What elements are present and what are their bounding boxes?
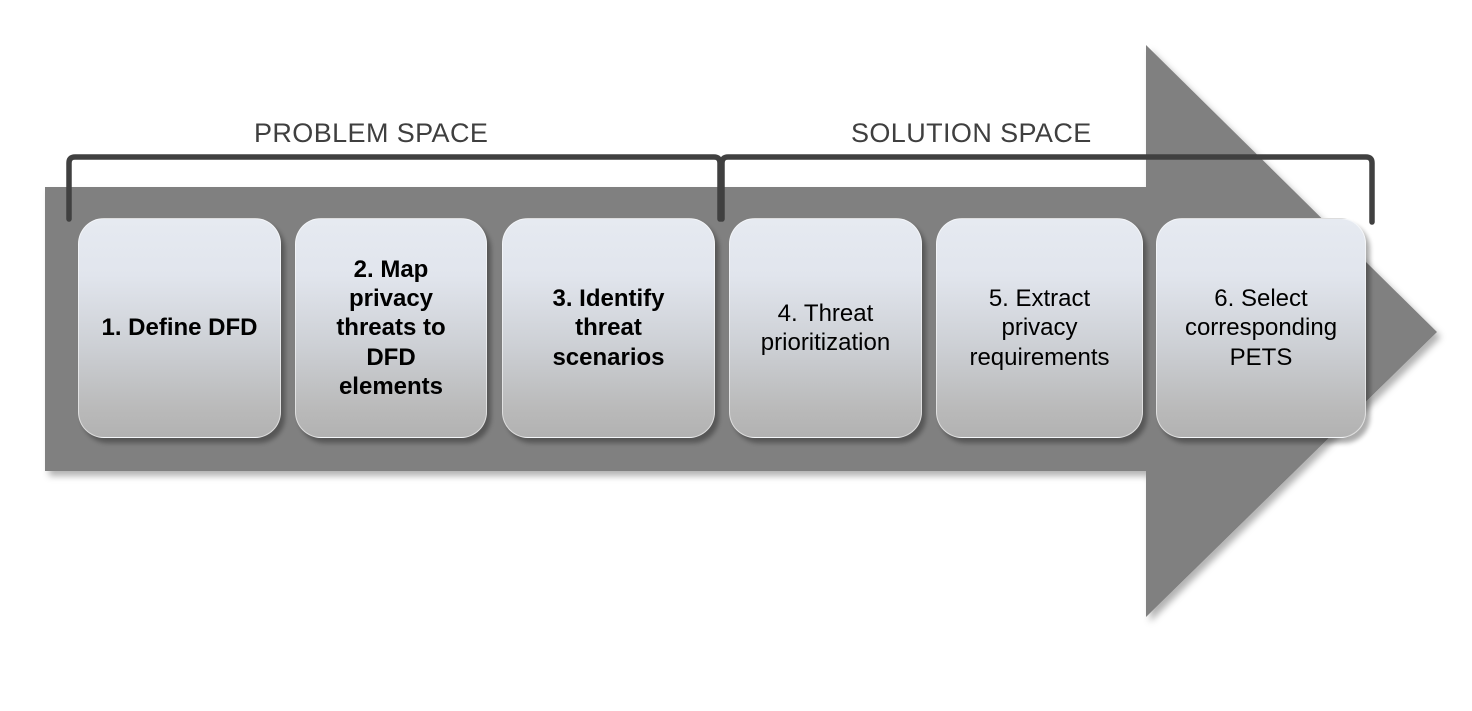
step-box-5[interactable]: 5. Extract privacy requirements [936, 218, 1143, 438]
phase-label-solution-space: SOLUTION SPACE [851, 118, 1092, 148]
solution-space-bracket [719, 154, 1375, 225]
step-box-4[interactable]: 4. Threat prioritization [729, 218, 922, 438]
step-label-5: 5. Extract privacy requirements [969, 285, 1110, 371]
problem-space-bracket [66, 154, 723, 222]
phase-label-problem-space: PROBLEM SPACE [254, 118, 489, 148]
step-box-2[interactable]: 2. Map privacy threats to DFD elements [295, 218, 487, 438]
step-label-1: 1. Define DFD [101, 314, 258, 342]
step-box-3[interactable]: 3. Identify threat scenarios [502, 218, 715, 438]
step-label-6: 6. Select corresponding PETS [1184, 285, 1338, 371]
step-label-3: 3. Identify threat scenarios [552, 285, 665, 371]
step-label-2: 2. Map privacy threats to DFD elements [336, 256, 446, 400]
step-box-6[interactable]: 6. Select corresponding PETS [1156, 218, 1366, 438]
step-box-1[interactable]: 1. Define DFD [78, 218, 281, 438]
step-label-4: 4. Threat prioritization [760, 299, 891, 356]
